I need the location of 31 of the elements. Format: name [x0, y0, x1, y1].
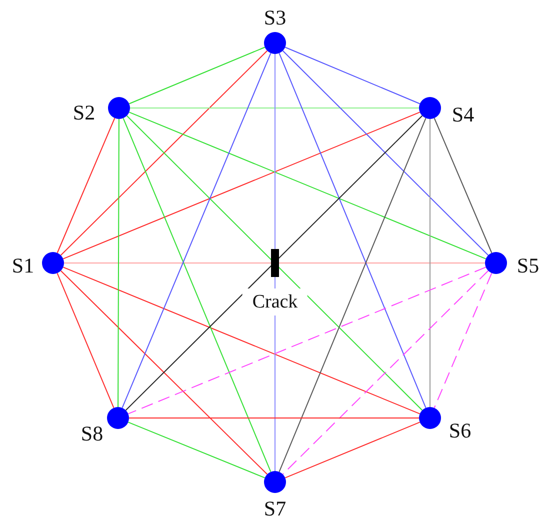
connector-line	[434, 272, 492, 408]
node-label: S7	[264, 498, 286, 520]
connector-line	[118, 118, 120, 408]
node-label: S1	[12, 256, 34, 276]
connector-line	[128, 422, 266, 478]
node-label: S2	[72, 102, 96, 124]
connector-line	[122, 52, 272, 408]
connector-line	[60, 270, 268, 475]
node-label: S3	[264, 8, 286, 28]
connector-line	[284, 46, 420, 104]
connector-line	[56, 118, 116, 254]
connector-line	[122, 118, 272, 472]
connector-line	[434, 118, 492, 254]
connector-line	[128, 112, 486, 260]
crack-label: Crack	[242, 288, 308, 316]
node-label: S5	[516, 256, 540, 276]
node-label: S4	[452, 104, 474, 126]
connector-line	[284, 422, 420, 478]
node-label: S8	[80, 424, 104, 444]
connector-line	[62, 112, 420, 260]
connector-line	[64, 262, 486, 264]
connector-line	[278, 118, 426, 472]
connector-line	[60, 50, 268, 256]
connector-line	[56, 272, 114, 408]
connector-line	[128, 46, 266, 104]
connector-line	[282, 50, 489, 256]
connector-line	[282, 270, 489, 475]
connector-line	[128, 266, 486, 414]
connector-line	[278, 52, 426, 408]
connector-line	[62, 266, 420, 414]
node-label: S6	[448, 420, 472, 442]
